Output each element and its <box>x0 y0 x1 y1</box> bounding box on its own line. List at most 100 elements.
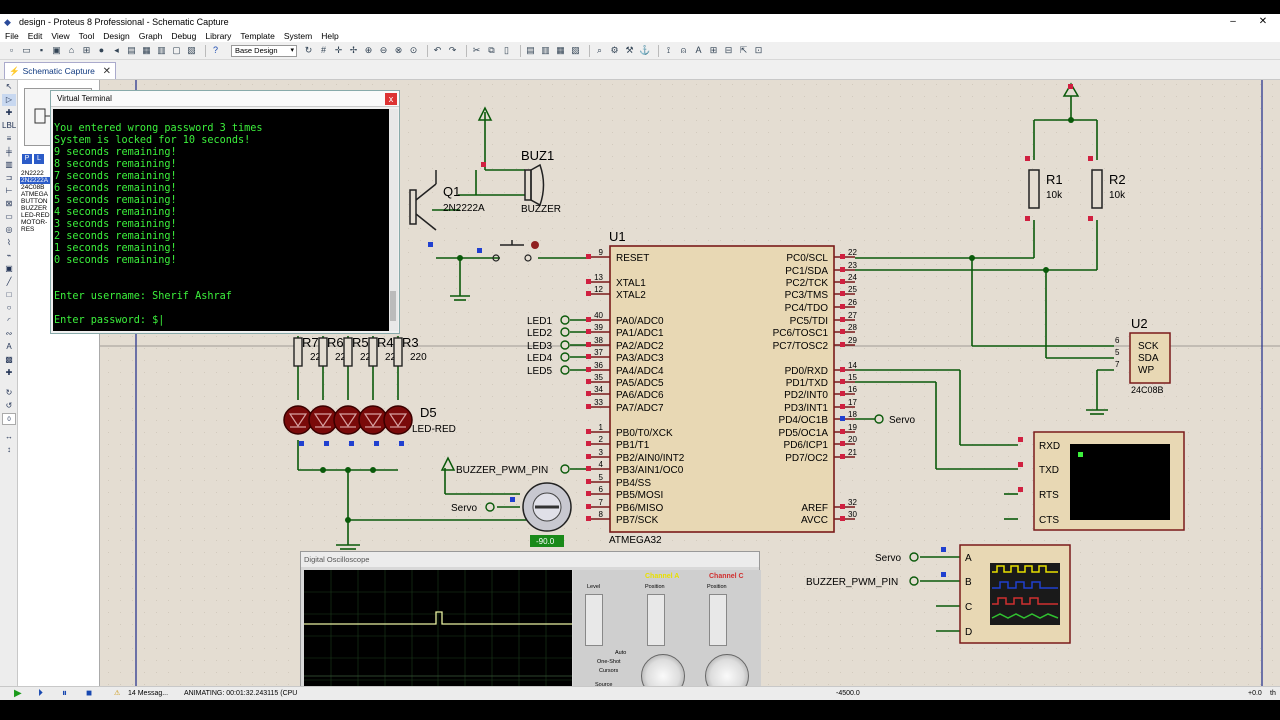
close-window-button[interactable]: ✕ <box>1258 16 1268 27</box>
path-icon[interactable]: ∾ <box>5 329 13 338</box>
zoom-area-icon[interactable]: ⊙ <box>409 45 418 55</box>
source-code-icon[interactable]: ▧ <box>187 45 196 55</box>
save-icon[interactable]: ▪ <box>39 45 44 55</box>
close-tab-icon[interactable]: ✕ <box>102 65 111 77</box>
wire-label-icon[interactable]: LBL <box>2 121 17 130</box>
back-icon[interactable]: ◂ <box>114 45 119 55</box>
box-icon[interactable]: □ <box>6 290 12 299</box>
marker-icon[interactable]: ✚ <box>5 368 13 377</box>
virtual-terminal-window[interactable]: Virtual Terminal x You entered wrong pas… <box>50 90 400 334</box>
junction-dot-icon[interactable]: ✚ <box>5 108 13 117</box>
stop-icon[interactable]: ■ <box>86 688 93 699</box>
redo-icon[interactable]: ↷ <box>448 45 457 55</box>
import-icon[interactable]: ▣ <box>52 45 61 55</box>
subcircuit-icon[interactable]: ▥ <box>5 160 13 169</box>
voltage-probe-icon[interactable]: ⌇ <box>7 238 11 247</box>
make-device-icon[interactable]: ⚙ <box>610 45 619 55</box>
list-item[interactable]: BUZZER <box>21 205 47 212</box>
menu-graph[interactable]: Graph <box>138 31 163 41</box>
exit-parent-icon[interactable]: ⇱ <box>739 45 748 55</box>
pick-from-library-button[interactable]: P <box>22 154 32 164</box>
list-item[interactable]: 2N2222 <box>21 170 44 177</box>
list-item[interactable]: MOTOR- <box>21 219 48 226</box>
buses-icon[interactable]: ╪ <box>6 147 12 156</box>
selection-mode-icon[interactable]: ↖ <box>5 82 13 91</box>
symbol-icon[interactable]: ▩ <box>5 355 13 364</box>
list-item[interactable]: LED-RED <box>21 212 50 219</box>
cut-icon[interactable]: ✂ <box>472 45 481 55</box>
list-item[interactable]: BUTTON <box>21 198 48 205</box>
play-icon[interactable]: ▶ <box>14 688 22 699</box>
menu-debug[interactable]: Debug <box>171 31 197 41</box>
zoom-out-icon[interactable]: ⊖ <box>379 45 388 55</box>
wire-autoroute-icon[interactable]: ⟟ <box>666 45 671 55</box>
auto-label[interactable]: Auto <box>615 650 627 656</box>
origin-icon[interactable]: ✛ <box>334 45 343 55</box>
open-folder-icon[interactable]: ▭ <box>22 45 31 55</box>
terminal-screen[interactable]: You entered wrong password 3 times Syste… <box>53 109 389 331</box>
line-icon[interactable]: ╱ <box>6 277 12 286</box>
remove-sheet-icon[interactable]: ⊟ <box>724 45 733 55</box>
trigger-level-slider[interactable] <box>585 594 603 646</box>
zoom-in-icon[interactable]: ⊕ <box>364 45 373 55</box>
pan-icon[interactable]: ✢ <box>349 45 358 55</box>
undo-icon[interactable]: ↶ <box>433 45 442 55</box>
menu-view[interactable]: View <box>51 31 70 41</box>
rotate-clockwise-icon[interactable]: ↻ <box>5 388 13 397</box>
mirror-vertical-icon[interactable]: ↕ <box>7 445 11 454</box>
pin-icon[interactable]: ⊢ <box>5 186 13 195</box>
menu-template[interactable]: Template <box>240 31 275 41</box>
one-shot-label[interactable]: One-Shot <box>597 659 621 665</box>
decompose-icon[interactable]: ⚓ <box>639 45 651 55</box>
property-assign-icon[interactable]: A <box>695 45 702 55</box>
notes-icon[interactable]: ▢ <box>172 45 181 55</box>
messages-count[interactable]: 14 Messag... <box>128 690 169 697</box>
channel-c-position-slider[interactable] <box>709 594 727 646</box>
circle-icon[interactable]: ○ <box>6 303 12 312</box>
block-copy-icon[interactable]: ▤ <box>526 45 535 55</box>
pcb-icon[interactable]: ▤ <box>127 45 136 55</box>
home-icon[interactable]: ⌂ <box>68 45 75 55</box>
tape-recorder-icon[interactable]: ▭ <box>5 212 13 221</box>
graph-icon[interactable]: ⊠ <box>5 199 13 208</box>
menu-file[interactable]: File <box>5 31 19 41</box>
search-tag-icon[interactable]: ⍝ <box>680 45 687 55</box>
menu-help[interactable]: Help <box>321 31 339 41</box>
menu-design[interactable]: Design <box>103 31 130 41</box>
block-delete-icon[interactable]: ▧ <box>571 45 580 55</box>
pause-icon[interactable]: ⏸ <box>62 688 67 699</box>
refresh-icon[interactable]: ↻ <box>304 45 313 55</box>
new-sheet-icon[interactable]: ⊞ <box>709 45 718 55</box>
menu-library[interactable]: Library <box>205 31 232 41</box>
rotate-anticlockwise-icon[interactable]: ↺ <box>5 401 13 410</box>
current-probe-icon[interactable]: ⌁ <box>6 251 12 260</box>
text-script-icon[interactable]: ≡ <box>6 134 12 143</box>
terminals-icon[interactable]: ⊐ <box>5 173 13 182</box>
list-item[interactable]: 24C08B <box>21 184 45 191</box>
digital-oscilloscope-window[interactable]: Digital Oscilloscope Channel A Channel C… <box>300 551 761 702</box>
library-manager-button[interactable]: L <box>34 154 44 164</box>
copy-icon[interactable]: ⧉ <box>488 45 495 55</box>
pick-device-icon[interactable]: ⌕ <box>596 45 603 55</box>
virtual-instruments-icon[interactable]: ▣ <box>5 264 13 273</box>
gerber-icon[interactable]: ▥ <box>157 45 166 55</box>
step-icon[interactable]: ⏵ <box>38 688 43 699</box>
arc-icon[interactable]: ◜ <box>7 316 11 325</box>
block-rotate-icon[interactable]: ▦ <box>556 45 565 55</box>
channel-a-position-slider[interactable] <box>647 594 665 646</box>
rotation-value-field[interactable]: 0 <box>2 413 16 425</box>
tab-schematic-capture[interactable]: ⚡ Schematic Capture ✕ <box>4 62 116 79</box>
close-terminal-button[interactable]: x <box>385 93 397 105</box>
cursors-label[interactable]: Cursors <box>599 668 619 674</box>
zoom-all-icon[interactable]: ⊗ <box>394 45 403 55</box>
bom-icon[interactable]: ▦ <box>142 45 151 55</box>
menu-system[interactable]: System <box>283 31 313 41</box>
menu-edit[interactable]: Edit <box>27 31 43 41</box>
terminal-scrollbar[interactable] <box>389 109 398 331</box>
list-item[interactable]: ATMEGA <box>21 191 48 198</box>
packaging-icon[interactable]: ⚒ <box>625 45 634 55</box>
text-icon[interactable]: A <box>6 342 12 351</box>
paste-icon[interactable]: ▯ <box>504 45 509 55</box>
grid-icon[interactable]: # <box>320 45 326 55</box>
menu-tool[interactable]: Tool <box>78 31 95 41</box>
